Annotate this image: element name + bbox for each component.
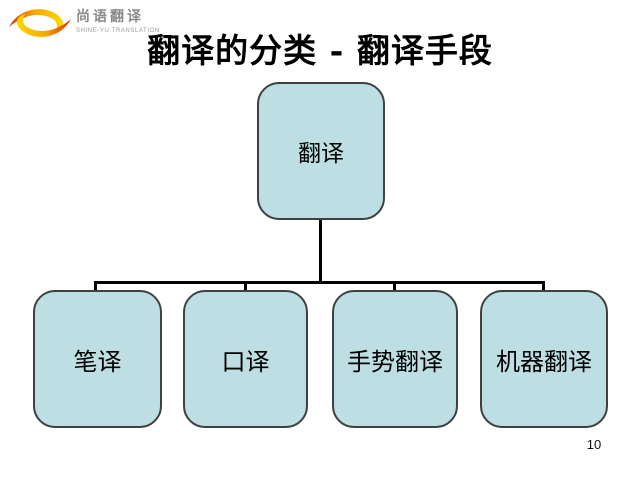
connector-drop-2: [244, 281, 247, 290]
logo-name: 尚语翻译: [76, 9, 144, 25]
connector-drop-1: [94, 281, 97, 290]
connector-root-stem: [319, 220, 322, 282]
connector-drop-4: [542, 281, 545, 290]
tree-node-machine-translation: 机器翻译: [480, 290, 608, 428]
shineyu-swirl-icon: [9, 9, 71, 37]
slide-title: 翻译的分类 - 翻译手段: [147, 31, 493, 70]
logo: 尚语翻译 SHINE-YU TRANSLATION: [8, 5, 160, 41]
logo-text: 尚语翻译 SHINE-YU TRANSLATION: [76, 9, 160, 35]
tree-node-sign-translation: 手势翻译: [332, 290, 458, 428]
logo-subtitle: SHINE-YU TRANSLATION: [76, 28, 160, 34]
tree-node-root: 翻译: [257, 82, 385, 220]
tree-node-written-translation: 笔译: [33, 290, 162, 428]
connector-bus-line: [94, 281, 544, 284]
tree-node-oral-interpretation: 口译: [183, 290, 308, 428]
page-number: 10: [586, 437, 602, 452]
connector-drop-3: [393, 281, 396, 290]
